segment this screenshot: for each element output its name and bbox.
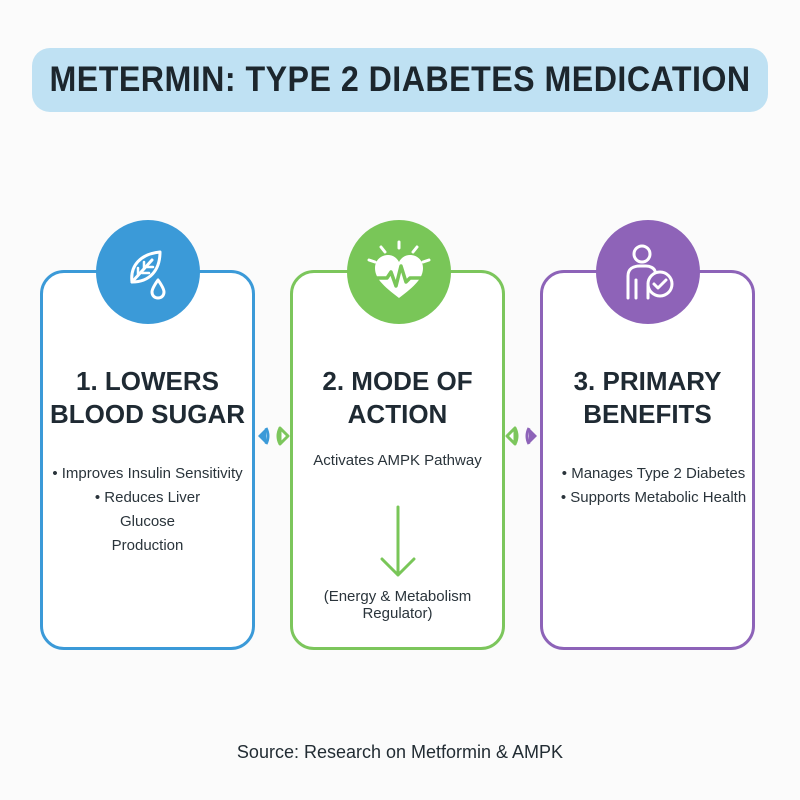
leaf-droplet-icon [130,250,166,300]
leaf-droplet-icon-badge [96,220,200,324]
card-2-heading: 2. MODE OF ACTION [290,365,505,431]
person-check-icon [626,244,674,300]
connector-1-2 [258,426,290,446]
card-1-heading-line2: BLOOD SUGAR [50,399,245,429]
card-3-heading: 3. PRIMARY BENEFITS [540,365,755,431]
source-caption: Source: Research on Metformin & AMPK [236,742,564,762]
heart-pulse-icon [367,240,431,298]
card-1-bullet: Reduces Liver Glucose Production [40,486,255,558]
card-lowers-blood-sugar [40,270,255,650]
card-1-heading: 1. LOWERS BLOOD SUGAR [40,365,255,431]
card-mode-of-action [290,270,505,650]
card-3-bullet-list: Manages Type 2 Diabetes Supports Metabol… [546,462,761,510]
card-1-bullet: Improves Insulin Sensitivity [40,462,255,486]
connector-2-3 [505,426,537,446]
card-1-heading-line1: 1. LOWERS [75,366,219,396]
page-title: METERMIN: TYPE 2 DIABETES MEDICATION [49,60,751,99]
title-banner: METERMIN: TYPE 2 DIABETES MEDICATION [32,48,768,112]
card-3-heading-line1: 3. PRIMARY [573,366,722,396]
card-2-heading-line2: ACTION [347,399,448,429]
heart-pulse-icon-badge [347,220,451,324]
mode-of-action-text: Activates AMPK Pathway [313,452,482,469]
card-3-bullet: Manages Type 2 Diabetes [546,462,761,486]
person-check-icon-badge [596,220,700,324]
card-primary-benefits [540,270,755,650]
card-3-heading-line2: BENEFITS [583,399,712,429]
card-1-bullet-list: Improves Insulin Sensitivity Reduces Liv… [40,462,255,558]
card-3-bullet: Supports Metabolic Health [546,486,761,510]
down-arrow-icon [380,505,416,577]
mode-of-action-subtext: (Energy & Metabolism Regulator) [323,588,472,622]
card-2-heading-line1: 2. MODE OF [322,366,473,396]
